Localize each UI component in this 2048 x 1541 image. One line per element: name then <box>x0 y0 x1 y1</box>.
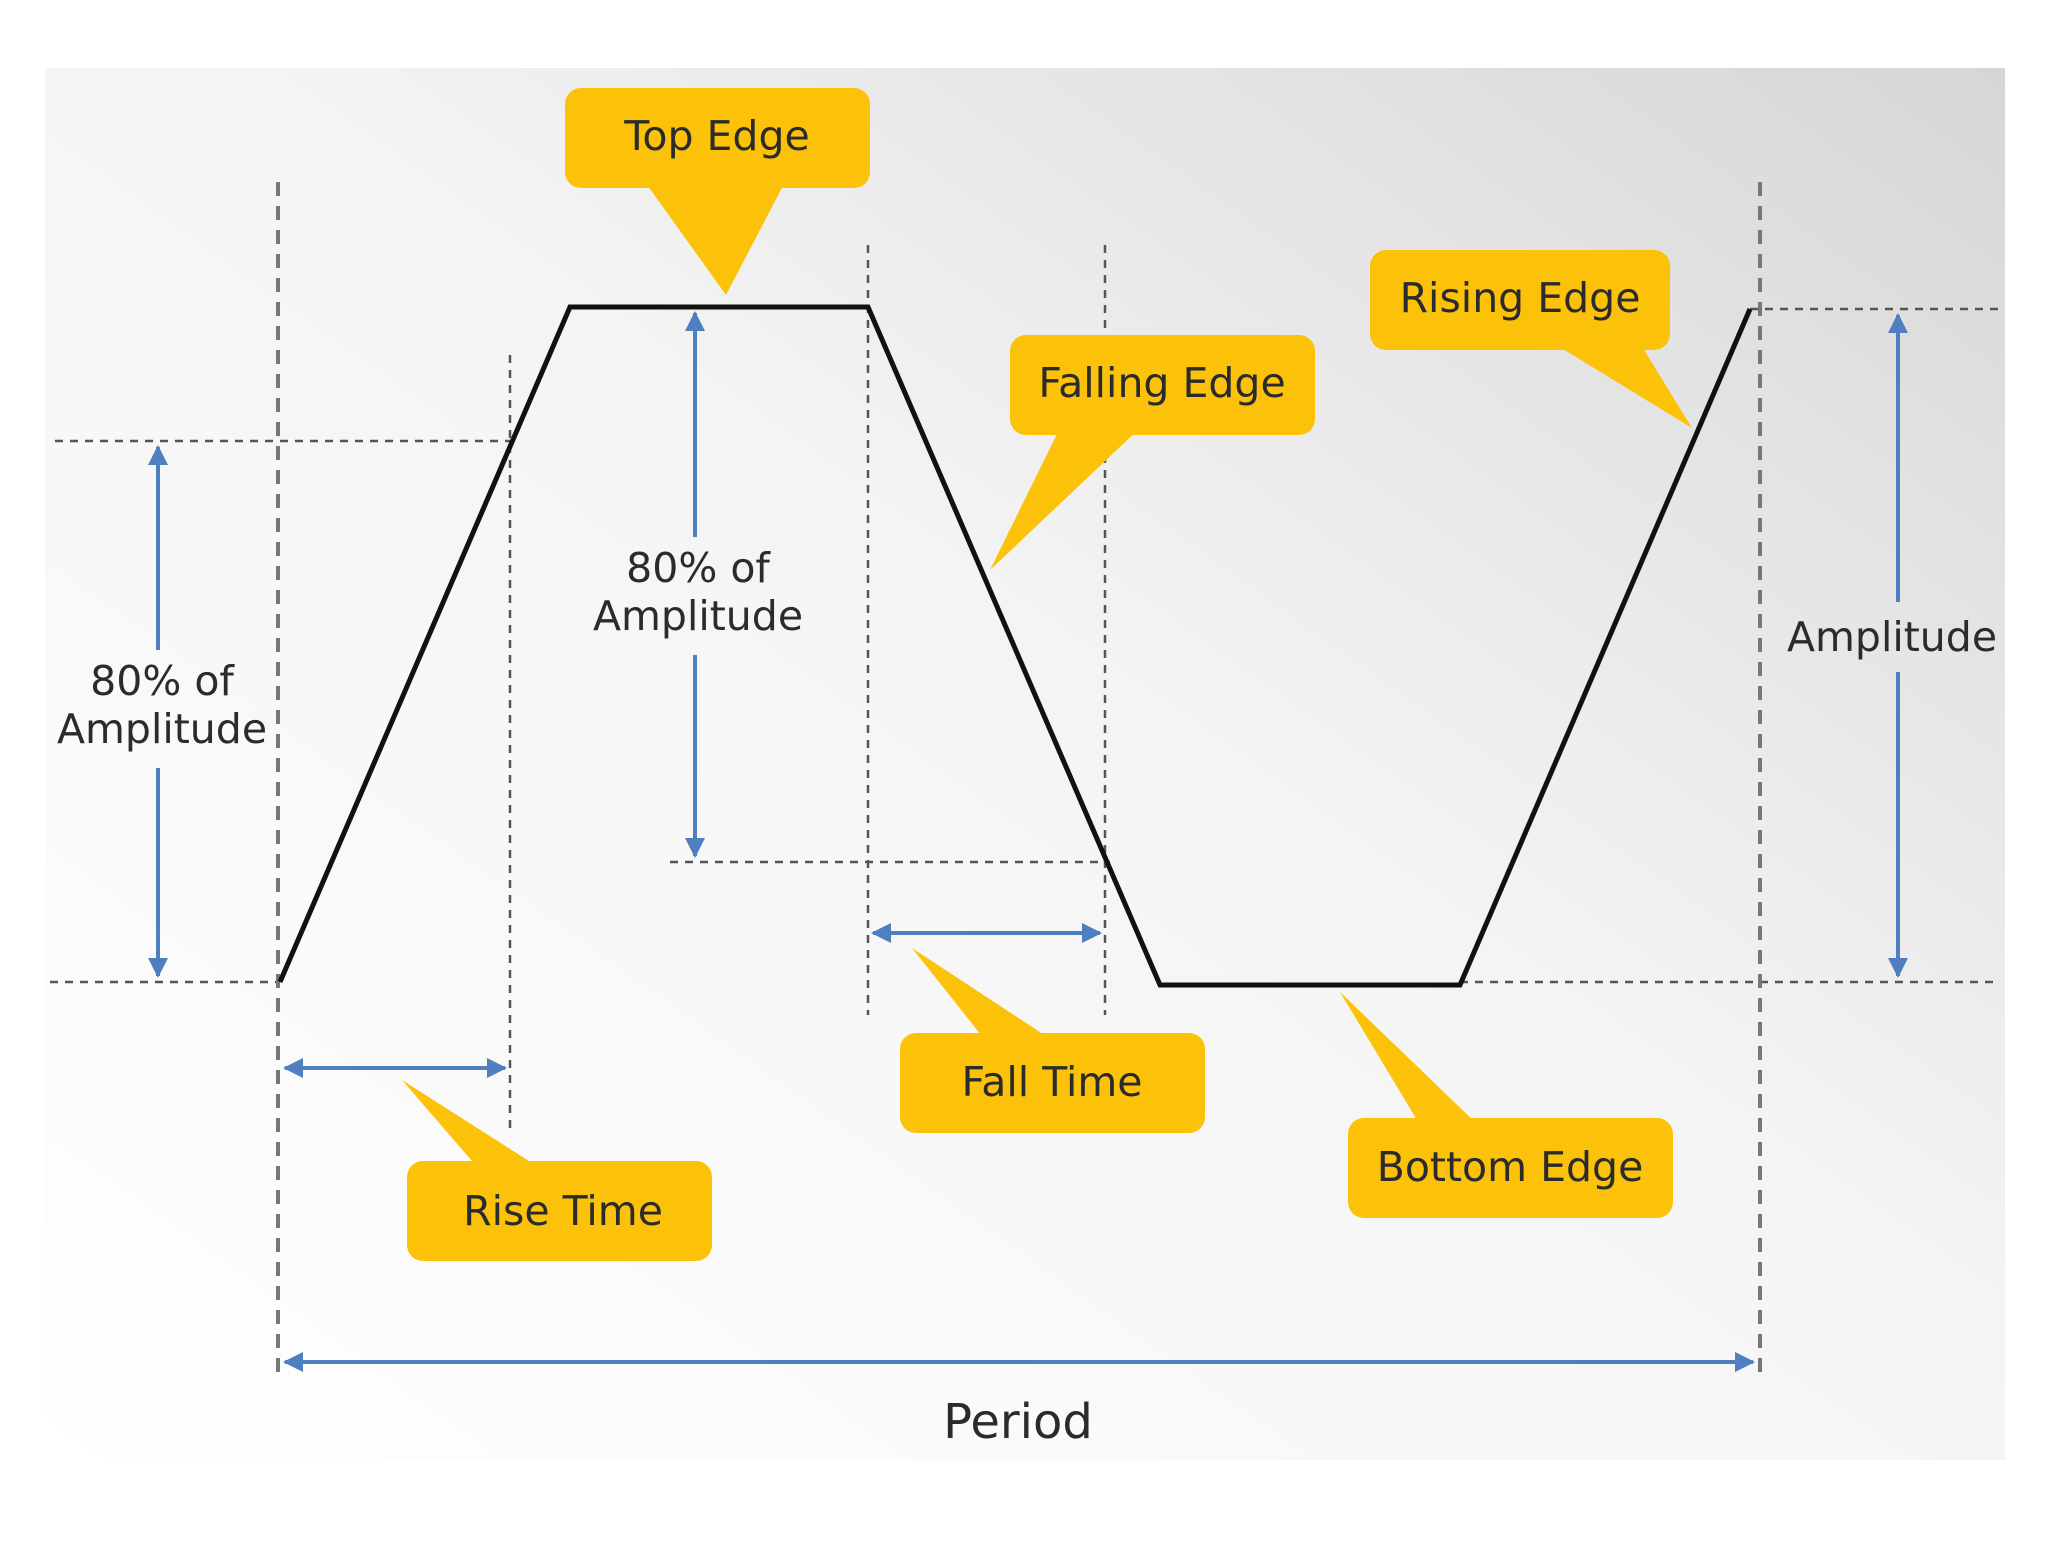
mid-amplitude-label-line1: 80% of <box>626 544 771 592</box>
callout-fall-time: Fall Time <box>900 948 1205 1133</box>
left-amplitude-label-line2: Amplitude <box>57 705 267 753</box>
horizontal-guides <box>50 307 2000 984</box>
left-amplitude-label-line1: 80% of <box>90 657 235 705</box>
mid-amplitude-label-line2: Amplitude <box>593 592 803 640</box>
callout-bottom-edge-label: Bottom Edge <box>1377 1143 1644 1191</box>
vertical-guides <box>508 245 1107 1135</box>
callout-fall-time-label: Fall Time <box>961 1058 1142 1106</box>
background-panel <box>45 68 2005 1460</box>
callout-falling-edge-label: Falling Edge <box>1038 359 1285 407</box>
amplitude-label: Amplitude <box>1787 613 1997 661</box>
dimension-arrows <box>148 311 1908 1372</box>
period-label: Period <box>943 1394 1093 1450</box>
callout-rise-time: Rise Time <box>402 1080 712 1261</box>
callout-bottom-edge: Bottom Edge <box>1340 992 1673 1218</box>
callout-rising-edge-label: Rising Edge <box>1400 274 1641 322</box>
callout-top-edge-label: Top Edge <box>623 112 809 160</box>
callout-rise-time-label: Rise Time <box>463 1187 663 1235</box>
waveform-line <box>277 304 1753 988</box>
period-boundaries <box>276 182 1762 1378</box>
callout-rising-edge: Rising Edge <box>1370 250 1692 428</box>
callout-falling-edge: Falling Edge <box>990 335 1315 570</box>
callout-top-edge: Top Edge <box>565 88 870 295</box>
